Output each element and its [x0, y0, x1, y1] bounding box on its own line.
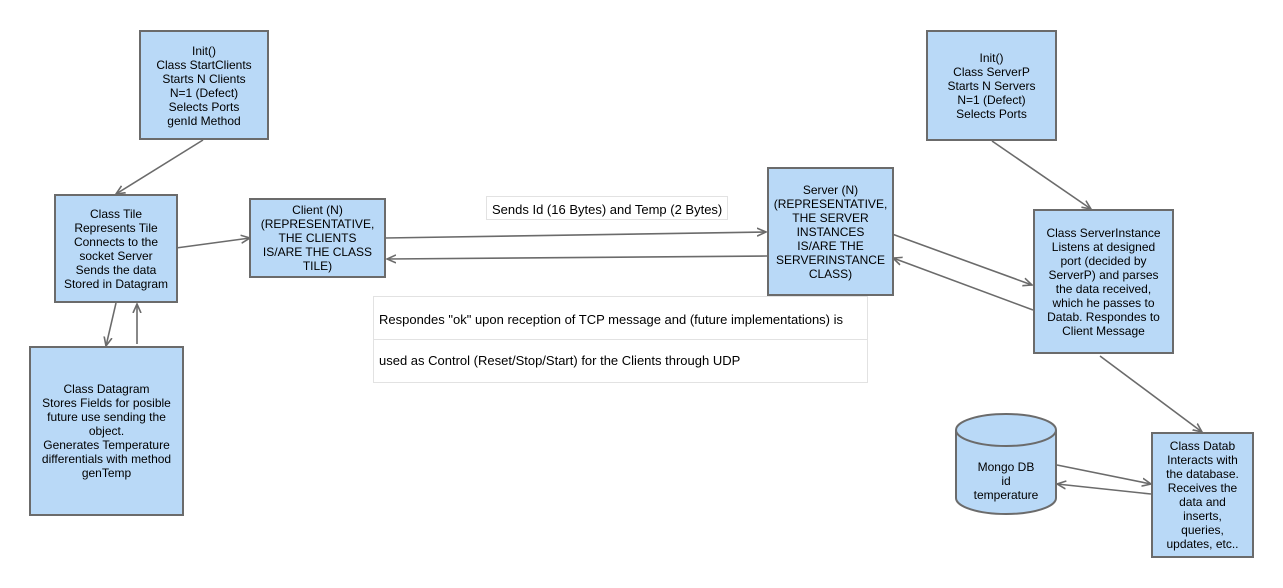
- client-text: Client (N) (REPRESENTATIVE, THE CLIENTS …: [260, 203, 375, 273]
- class-datagram-text: Class Datagram Stores Fields for posible…: [41, 382, 172, 480]
- mongo-db-cylinder: Mongo DB id temperature: [954, 412, 1058, 516]
- server-text: Server (N) (REPRESENTATIVE, THE SERVER I…: [773, 182, 888, 281]
- arrow-datab-to-mongo: [1057, 484, 1152, 495]
- arrow-serverinstance-to-datab: [1099, 355, 1202, 432]
- database-icon: [955, 413, 1057, 515]
- arrow-initserver-to-serverinstance: [991, 140, 1091, 209]
- class-tile-text: Class Tile Represents Tile Connects to t…: [63, 206, 169, 291]
- server-box: Server (N) (REPRESENTATIVE, THE SERVER I…: [767, 167, 894, 296]
- client-box: Client (N) (REPRESENTATIVE, THE CLIENTS …: [249, 198, 386, 278]
- serverinstance-text: Class ServerInstance Listens at designed…: [1046, 225, 1161, 338]
- respondes-label: Respondes "ok" upon reception of TCP mes…: [373, 296, 868, 383]
- arrow-server-to-client: [387, 256, 768, 259]
- class-datab-text: Class Datab Interacts with the database.…: [1166, 439, 1239, 551]
- init-serverp-box: Init() Class ServerP Starts N Servers N=…: [926, 30, 1057, 141]
- arrow-serverinstance-to-server: [893, 258, 1034, 311]
- class-datab-box: Class Datab Interacts with the database.…: [1151, 432, 1254, 558]
- respondes-line-2: used as Control (Reset/Stop/Start) for t…: [379, 353, 741, 368]
- respondes-divider: [374, 339, 867, 340]
- init-startclients-text: Init() Class StartClients Starts N Clien…: [156, 44, 252, 128]
- init-serverp-text: Init() Class ServerP Starts N Servers N=…: [947, 51, 1036, 121]
- arrow-mongo-to-datab: [1056, 464, 1151, 484]
- arrow-tile-to-datagram: [106, 302, 117, 346]
- respondes-line-1: Respondes "ok" upon reception of TCP mes…: [379, 312, 844, 327]
- class-tile-box: Class Tile Represents Tile Connects to t…: [54, 194, 178, 303]
- arrow-client-to-server: [384, 232, 766, 239]
- sends-label-text: Sends Id (16 Bytes) and Temp (2 Bytes): [492, 202, 723, 217]
- arrow-init-to-tile: [116, 139, 204, 194]
- init-startclients-box: Init() Class StartClients Starts N Clien…: [139, 30, 269, 140]
- class-datagram-box: Class Datagram Stores Fields for posible…: [29, 346, 184, 516]
- mongo-db-text: Mongo DB id temperature: [973, 460, 1039, 502]
- arrow-tile-to-client: [175, 238, 250, 249]
- serverinstance-box: Class ServerInstance Listens at designed…: [1033, 209, 1174, 354]
- arrow-server-to-serverinstance: [891, 233, 1032, 285]
- sends-label: Sends Id (16 Bytes) and Temp (2 Bytes): [486, 196, 728, 220]
